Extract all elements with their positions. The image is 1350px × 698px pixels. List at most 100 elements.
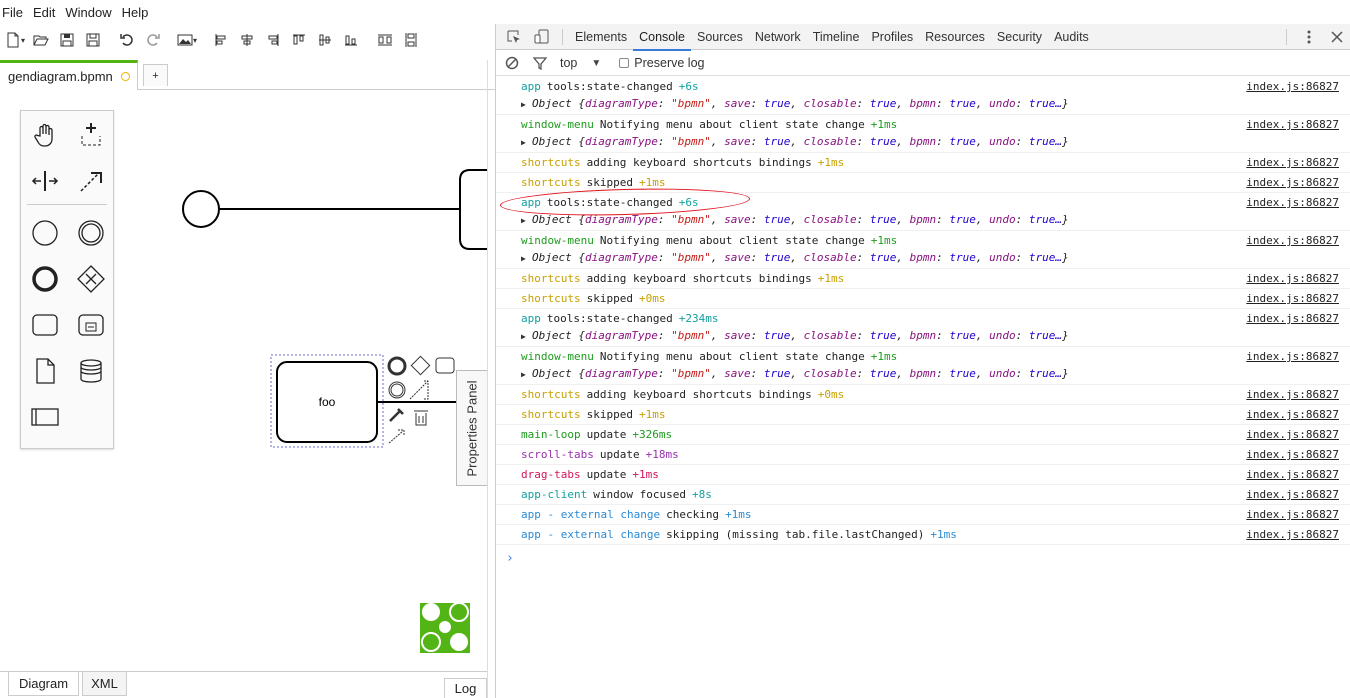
console-prompt[interactable]: › bbox=[506, 551, 514, 566]
expand-triangle-icon[interactable]: ▶ bbox=[521, 370, 526, 379]
source-link[interactable]: index.js:86827 bbox=[1246, 272, 1339, 285]
align-top-icon[interactable] bbox=[286, 28, 312, 52]
expand-triangle-icon[interactable]: ▶ bbox=[521, 216, 526, 225]
devtools-tab-elements[interactable]: Elements bbox=[575, 29, 628, 44]
align-right-icon[interactable] bbox=[260, 28, 286, 52]
object-preview[interactable]: ▶Object {diagramType: "bpmn", save: true… bbox=[521, 329, 1069, 342]
task-tool-icon[interactable] bbox=[25, 305, 65, 345]
tab-gendiagram[interactable]: gendiagram.bpmn bbox=[0, 60, 138, 90]
menu-window[interactable]: Window bbox=[65, 4, 112, 20]
space-tool-icon[interactable] bbox=[25, 161, 65, 201]
source-link[interactable]: index.js:86827 bbox=[1246, 448, 1339, 461]
object-preview[interactable]: ▶Object {diagramType: "bpmn", save: true… bbox=[521, 251, 1069, 264]
object-preview[interactable]: ▶Object {diagramType: "bpmn", save: true… bbox=[521, 213, 1069, 226]
log-namespace: app bbox=[521, 80, 541, 93]
data-store-tool-icon[interactable] bbox=[71, 351, 111, 391]
source-link[interactable]: index.js:86827 bbox=[1246, 428, 1339, 441]
inspect-element-icon[interactable] bbox=[500, 24, 528, 50]
devtools-tab-security[interactable]: Security bbox=[996, 29, 1043, 44]
devtools-tab-console[interactable]: Console bbox=[633, 24, 691, 51]
context-dropdown-icon[interactable]: ▼ bbox=[591, 57, 602, 69]
devtools-tab-sources[interactable]: Sources bbox=[696, 29, 743, 44]
device-mode-icon[interactable] bbox=[528, 24, 556, 50]
object-preview[interactable]: ▶Object {diagramType: "bpmn", save: true… bbox=[521, 135, 1069, 148]
devtools-tab-resources[interactable]: Resources bbox=[925, 29, 985, 44]
task-shape-truncated[interactable] bbox=[459, 169, 487, 250]
distribute-vertical-icon[interactable] bbox=[398, 28, 424, 52]
append-task-icon[interactable] bbox=[435, 357, 455, 374]
source-link[interactable]: index.js:86827 bbox=[1246, 350, 1339, 363]
devtools-tab-audits[interactable]: Audits bbox=[1054, 29, 1089, 44]
properties-panel-toggle[interactable]: Properties Panel bbox=[456, 370, 487, 486]
intermediate-event-tool-icon[interactable] bbox=[71, 213, 111, 253]
align-middle-icon[interactable] bbox=[312, 28, 338, 52]
connect-icon[interactable] bbox=[388, 429, 405, 444]
save-as-icon[interactable] bbox=[80, 28, 106, 52]
source-link[interactable]: index.js:86827 bbox=[1246, 80, 1339, 93]
more-options-icon[interactable] bbox=[1295, 24, 1323, 50]
source-link[interactable]: index.js:86827 bbox=[1246, 488, 1339, 501]
tab-diagram[interactable]: Diagram bbox=[8, 672, 79, 696]
distribute-horizontal-icon[interactable] bbox=[372, 28, 398, 52]
close-devtools-icon[interactable] bbox=[1323, 24, 1350, 50]
redo-icon[interactable] bbox=[140, 28, 166, 52]
object-preview[interactable]: ▶Object {diagramType: "bpmn", save: true… bbox=[521, 367, 1069, 380]
lasso-tool-icon[interactable] bbox=[71, 115, 111, 155]
align-left-icon[interactable] bbox=[208, 28, 234, 52]
tab-xml[interactable]: XML bbox=[82, 672, 127, 696]
start-event-tool-icon[interactable] bbox=[25, 213, 65, 253]
append-gateway-icon[interactable] bbox=[410, 355, 431, 376]
end-event-tool-icon[interactable] bbox=[25, 259, 65, 299]
devtools-tab-profiles[interactable]: Profiles bbox=[871, 29, 914, 44]
source-link[interactable]: index.js:86827 bbox=[1246, 234, 1339, 247]
log-text: skipped bbox=[586, 292, 633, 305]
expand-triangle-icon[interactable]: ▶ bbox=[521, 254, 526, 263]
gateway-tool-icon[interactable] bbox=[71, 259, 111, 299]
filter-icon[interactable] bbox=[526, 50, 554, 76]
trash-icon[interactable] bbox=[414, 410, 428, 426]
align-bottom-icon[interactable] bbox=[338, 28, 364, 52]
source-link[interactable]: index.js:86827 bbox=[1246, 176, 1339, 189]
source-link[interactable]: index.js:86827 bbox=[1246, 508, 1339, 521]
expand-triangle-icon[interactable]: ▶ bbox=[521, 100, 526, 109]
devtools-tab-timeline[interactable]: Timeline bbox=[812, 29, 860, 44]
bpmn-io-logo-icon[interactable] bbox=[420, 602, 470, 653]
global-connect-tool-icon[interactable] bbox=[71, 161, 111, 201]
open-folder-icon[interactable] bbox=[28, 28, 54, 52]
source-link[interactable]: index.js:86827 bbox=[1246, 196, 1339, 209]
menu-file[interactable]: File bbox=[2, 4, 23, 20]
expand-triangle-icon[interactable]: ▶ bbox=[521, 332, 526, 341]
expand-triangle-icon[interactable]: ▶ bbox=[521, 138, 526, 147]
pool-tool-icon[interactable] bbox=[25, 397, 65, 437]
add-tab-button[interactable]: + bbox=[143, 64, 168, 86]
object-preview[interactable]: ▶Object {diagramType: "bpmn", save: true… bbox=[521, 97, 1069, 110]
data-object-tool-icon[interactable] bbox=[25, 351, 65, 391]
devtools-tab-network[interactable]: Network bbox=[754, 29, 801, 44]
source-link[interactable]: index.js:86827 bbox=[1246, 118, 1339, 131]
new-file-icon[interactable]: ▾ bbox=[2, 28, 28, 52]
start-event[interactable] bbox=[182, 190, 220, 228]
source-link[interactable]: index.js:86827 bbox=[1246, 312, 1339, 325]
append-end-event-icon[interactable] bbox=[387, 356, 407, 376]
wrench-icon[interactable] bbox=[389, 408, 404, 422]
log-toggle-button[interactable]: Log bbox=[444, 678, 487, 698]
source-link[interactable]: index.js:86827 bbox=[1246, 468, 1339, 481]
source-link[interactable]: index.js:86827 bbox=[1246, 156, 1339, 169]
menu-edit[interactable]: Edit bbox=[32, 4, 56, 20]
clear-console-icon[interactable] bbox=[498, 50, 526, 76]
source-link[interactable]: index.js:86827 bbox=[1246, 408, 1339, 421]
preserve-log-checkbox[interactable] bbox=[619, 58, 630, 68]
undo-icon[interactable] bbox=[114, 28, 140, 52]
context-selector[interactable]: top bbox=[560, 56, 578, 70]
save-icon[interactable] bbox=[54, 28, 80, 52]
menu-help[interactable]: Help bbox=[121, 4, 149, 20]
export-image-icon[interactable]: ▾ bbox=[174, 28, 200, 52]
source-link[interactable]: index.js:86827 bbox=[1246, 292, 1339, 305]
align-center-icon[interactable] bbox=[234, 28, 260, 52]
diagram-canvas[interactable]: foo bbox=[0, 91, 487, 671]
text-annotation-icon[interactable] bbox=[409, 380, 429, 400]
source-link[interactable]: index.js:86827 bbox=[1246, 528, 1339, 541]
hand-tool-icon[interactable] bbox=[25, 115, 65, 155]
source-link[interactable]: index.js:86827 bbox=[1246, 388, 1339, 401]
subprocess-tool-icon[interactable] bbox=[71, 305, 111, 345]
